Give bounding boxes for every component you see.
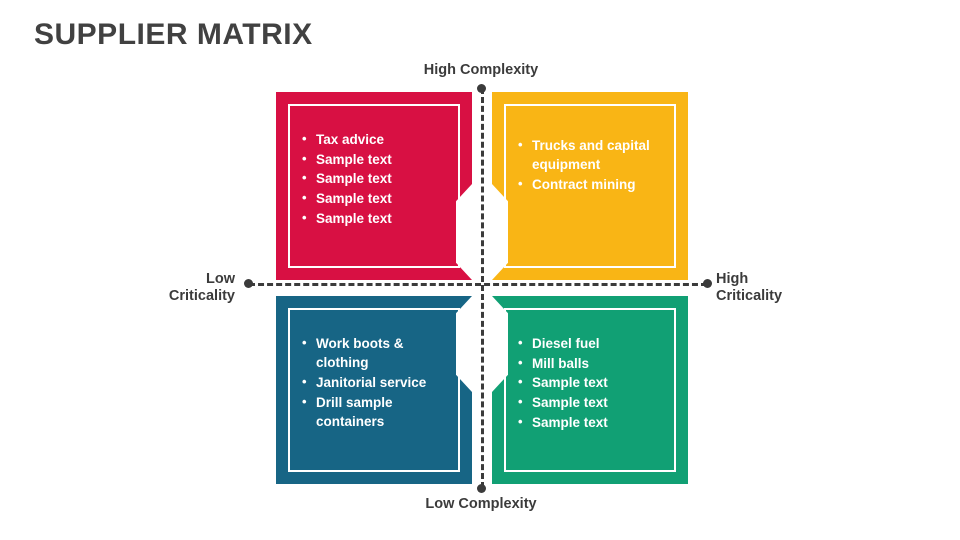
quadrant-top-left-border [288,104,460,268]
quadrant-top-right-list: Trucks and capital equipmentContract min… [518,135,666,195]
list-item: Trucks and capital equipment [518,135,666,174]
list-item: Mill balls [518,353,666,373]
axis-label-low-complexity: Low Complexity [425,496,537,512]
axis-endpoint-left-dot [244,279,253,288]
quadrant-bottom-right-border [504,308,676,472]
axis-label-high-criticality-line2: Criticality [716,288,783,304]
list-item: Sample text [518,412,666,432]
list-item: Sample text [302,149,450,169]
axis-label-high-complexity: High Complexity [423,62,539,78]
quadrant-top-left-list: Tax adviceSample textSample textSample t… [302,129,450,229]
quadrant-top-right[interactable]: Trucks and capital equipmentContract min… [492,92,688,280]
list-item: Sample text [302,168,450,188]
quadrant-top-right-border [504,104,676,268]
list-item: Drill sample containers [302,392,450,431]
list-item: Janitorial service [302,372,450,392]
quadrant-top-left-notch [456,184,472,280]
quadrant-top-right-notch [492,184,508,280]
list-item: Sample text [302,208,450,228]
quadrant-top-left[interactable]: Tax adviceSample textSample textSample t… [276,92,472,280]
axis-label-high-criticality: High Criticality [716,271,886,305]
axis-label-low-criticality: Low Criticality [75,271,235,305]
list-item: Work boots & clothing [302,333,450,372]
quadrant-bottom-left-border [288,308,460,472]
axis-label-low-criticality-line2: Criticality [168,288,235,304]
list-item: Contract mining [518,174,666,194]
axis-endpoint-right-dot [703,279,712,288]
quadrant-bottom-left-list: Work boots & clothingJanitorial serviceD… [302,333,450,432]
quadrant-bottom-right[interactable]: Diesel fuelMill ballsSample textSample t… [492,296,688,484]
quadrant-bottom-left-notch [456,296,472,392]
quadrant-bottom-left[interactable]: Work boots & clothingJanitorial serviceD… [276,296,472,484]
supplier-matrix: Tax adviceSample textSample textSample t… [276,92,688,484]
page-title: SUPPLIER MATRIX [34,18,313,51]
quadrant-bottom-right-notch [492,296,508,392]
axis-endpoint-top-dot [477,84,486,93]
list-item: Sample text [302,188,450,208]
list-item: Diesel fuel [518,333,666,353]
axis-label-high-criticality-line1: High [716,271,749,287]
list-item: Sample text [518,372,666,392]
axis-endpoint-bottom-dot [477,484,486,493]
list-item: Sample text [518,392,666,412]
horizontal-axis-line [249,283,707,286]
axis-label-low-criticality-line1: Low [206,271,235,287]
quadrant-bottom-right-list: Diesel fuelMill ballsSample textSample t… [518,333,666,433]
list-item: Tax advice [302,129,450,149]
vertical-axis-line [481,88,484,488]
